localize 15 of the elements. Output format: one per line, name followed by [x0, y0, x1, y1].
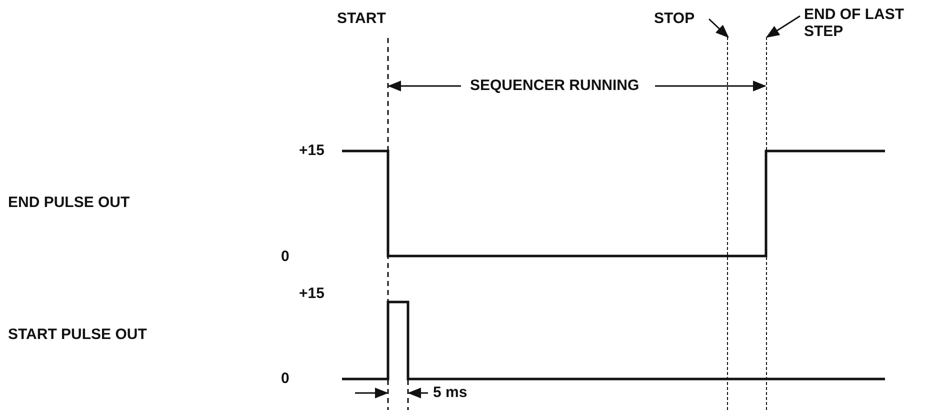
level-label: 0: [281, 248, 290, 265]
signal-name: END PULSE OUT: [8, 194, 130, 211]
dimension-label: 5 ms: [433, 384, 468, 401]
level-label: +15: [299, 142, 324, 159]
level-label: +15: [299, 285, 324, 302]
interval-label: SEQUENCER RUNNING: [468, 77, 642, 94]
signal-name: START PULSE OUT: [8, 326, 147, 343]
event-label: END OF LAST STEP: [804, 6, 914, 40]
leader-line: [766, 15, 800, 38]
leader-line: [708, 18, 729, 38]
event-label: START: [337, 10, 386, 27]
event-label: STOP: [654, 10, 706, 27]
dashed-marker-line: [766, 37, 767, 410]
dashed-marker-line: [727, 37, 728, 410]
level-label: 0: [281, 370, 290, 387]
